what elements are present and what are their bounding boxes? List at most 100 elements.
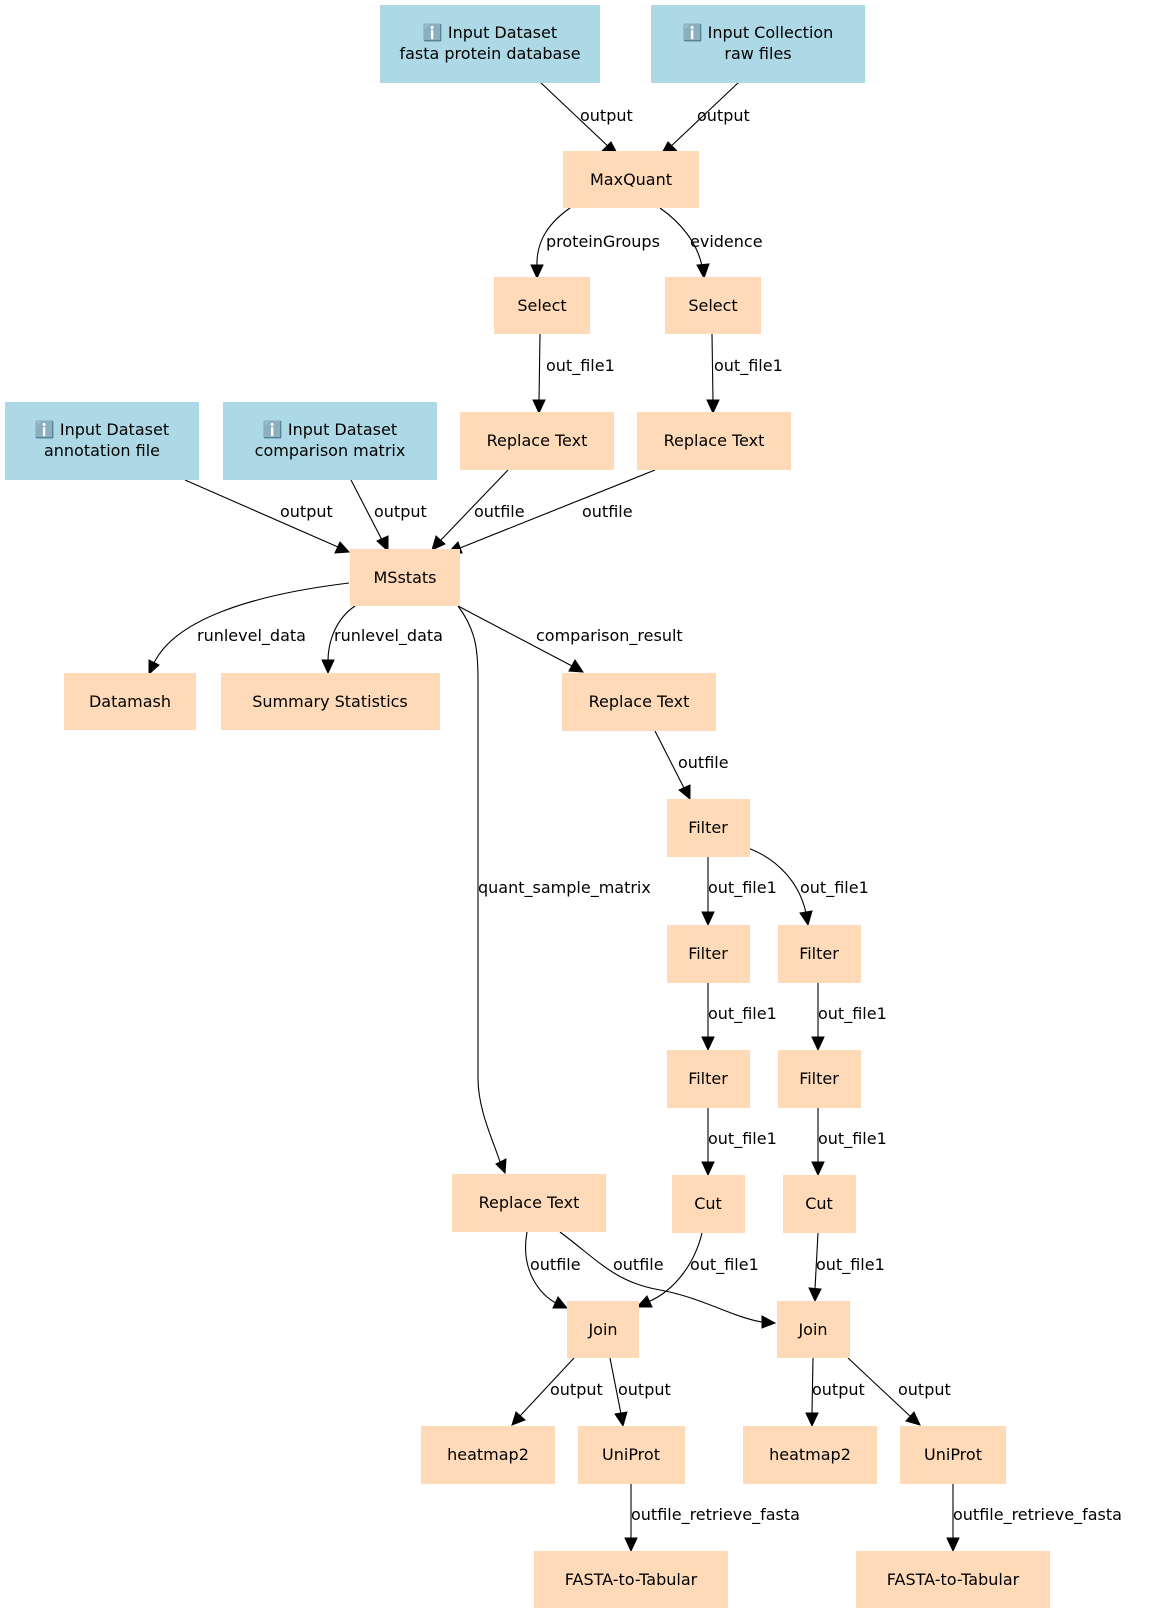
input-raw-node[interactable]: ℹ️ Input Collection raw files [651,5,865,83]
node-label: Join [797,1320,827,1339]
edge-raw-to-maxquant: output [658,81,750,158]
fasta-to-tabular-node-2[interactable]: FASTA-to-Tabular [856,1551,1050,1608]
node-label: Select [517,296,566,315]
node-label: UniProt [924,1445,982,1464]
edge-join2-to-heatmap2: output [805,1357,865,1428]
node-label: FASTA-to-Tabular [887,1570,1020,1589]
edge-label: out_file1 [546,356,615,376]
edge-label: output [697,106,750,125]
edge-select2-to-replace2: out_file1 [706,333,783,415]
node-label: Join [587,1320,617,1339]
node-sublabel: raw files [724,44,791,63]
edge-label: output [580,106,633,125]
node-label: Summary Statistics [252,692,408,711]
filter-node-2[interactable]: Filter [667,925,750,983]
node-label: heatmap2 [447,1445,529,1464]
node-label: UniProt [602,1445,660,1464]
edge-join1-to-heatmap1: output [511,1357,603,1426]
edge-msstats-to-datamash: runlevel_data [148,582,350,676]
edge-label: comparison_result [536,626,683,646]
edge-select1-to-replace1: out_file1 [532,333,615,415]
edge-filter3-to-filter5: out_file1 [811,983,887,1052]
node-label: Filter [688,1069,728,1088]
node-label: heatmap2 [769,1445,851,1464]
datamash-node[interactable]: Datamash [64,673,196,730]
edge-filter4-to-cut1: out_file1 [701,1108,777,1177]
edge-label: out_file1 [690,1255,759,1275]
node-label: Replace Text [664,431,765,450]
filter-node-5[interactable]: Filter [778,1050,861,1108]
node-label: Filter [688,944,728,963]
edge-label: outfile [474,502,525,521]
node-sublabel: fasta protein database [399,44,580,63]
edge-maxquant-to-select2: evidence [659,207,763,280]
edge-label: output [618,1380,671,1399]
edge-cut2-to-join2: out_file1 [808,1232,885,1303]
edge-label: out_file1 [800,878,869,898]
replace-text-node-1[interactable]: Replace Text [460,412,614,470]
edge-join1-to-uniprot1: output [609,1357,671,1428]
edge-label: runlevel_data [334,626,443,646]
node-label: Replace Text [589,692,690,711]
maxquant-node[interactable]: MaxQuant [563,151,699,208]
edge-replace4-to-join1: outfile [525,1231,581,1309]
edge-label: output [280,502,333,521]
node-label: Filter [799,944,839,963]
edge-fasta-to-maxquant: output [539,81,633,158]
join-node-2[interactable]: Join [777,1301,850,1358]
edge-replace1-to-msstats: outfile [431,469,525,551]
edge-label: outfile_retrieve_fasta [953,1505,1122,1525]
node-sublabel: annotation file [44,441,160,460]
edge-filter1-to-filter2: out_file1 [701,857,777,927]
uniprot-node-1[interactable]: UniProt [578,1426,685,1484]
edge-label: proteinGroups [546,232,660,251]
msstats-node[interactable]: MSstats [350,549,460,606]
heatmap2-node-1[interactable]: heatmap2 [421,1426,555,1484]
replace-text-node-4[interactable]: Replace Text [452,1174,606,1232]
summary-statistics-node[interactable]: Summary Statistics [221,673,440,730]
node-label: MaxQuant [590,170,672,189]
edge-label: runlevel_data [197,626,306,646]
edge-replace3-to-filter1: outfile [654,730,729,801]
edge-comparison-to-msstats: output [350,479,427,553]
input-annotation-node[interactable]: ℹ️ Input Dataset annotation file [5,402,199,480]
edge-label: outfile [530,1255,581,1274]
edge-label: outfile_retrieve_fasta [631,1505,800,1525]
heatmap2-node-2[interactable]: heatmap2 [743,1426,877,1484]
cut-node-2[interactable]: Cut [783,1175,856,1233]
edge-label: out_file1 [818,1004,887,1024]
edge-label: out_file1 [708,878,777,898]
node-label: FASTA-to-Tabular [565,1570,698,1589]
filter-node-3[interactable]: Filter [778,925,861,983]
edge-label: out_file1 [816,1255,885,1275]
filter-node-4[interactable]: Filter [667,1050,750,1108]
fasta-to-tabular-node-1[interactable]: FASTA-to-Tabular [534,1551,728,1608]
edge-label: output [550,1380,603,1399]
filter-node-1[interactable]: Filter [667,799,750,857]
cut-node-1[interactable]: Cut [672,1175,745,1233]
input-fasta-node[interactable]: ℹ️ Input Dataset fasta protein database [380,5,600,83]
edge-annotation-to-msstats: output [184,479,351,554]
edge-label: quant_sample_matrix [478,878,651,898]
join-node-1[interactable]: Join [567,1301,639,1358]
edge-filter2-to-filter4: out_file1 [701,983,777,1052]
edge-label: out_file1 [708,1129,777,1149]
input-comparison-node[interactable]: ℹ️ Input Dataset comparison matrix [223,402,437,480]
replace-text-node-2[interactable]: Replace Text [637,412,791,470]
replace-text-node-3[interactable]: Replace Text [562,673,716,731]
edge-filter5-to-cut2: out_file1 [811,1108,887,1177]
select-node-1[interactable]: Select [494,277,590,334]
edge-label: output [812,1380,865,1399]
node-label: ℹ️ Input Dataset [423,23,557,42]
node-label: Filter [688,818,728,837]
node-label: Cut [805,1194,833,1213]
node-label: Cut [694,1194,722,1213]
edge-label: outfile [613,1255,664,1274]
select-node-2[interactable]: Select [665,277,761,334]
edge-label: outfile [678,753,729,772]
edge-uniprot1-to-fasta1: outfile_retrieve_fasta [624,1484,800,1553]
uniprot-node-2[interactable]: UniProt [900,1426,1006,1484]
node-label: Select [688,296,737,315]
node-sublabel: comparison matrix [255,441,406,460]
